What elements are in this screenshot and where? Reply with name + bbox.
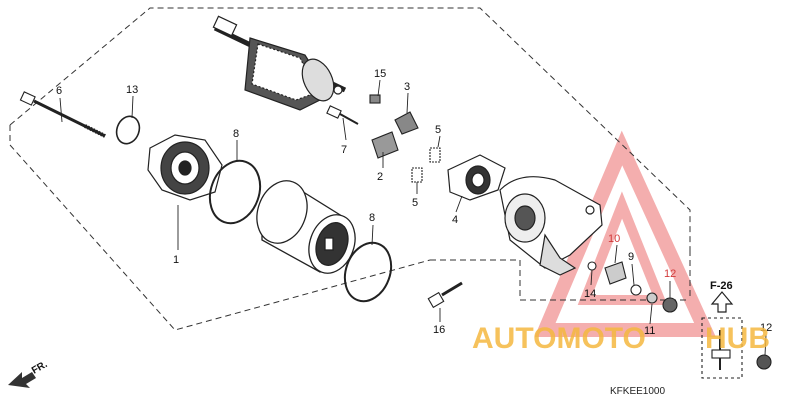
callout-7: 7 <box>341 144 347 156</box>
washer-11 <box>646 292 658 304</box>
terminal-7 <box>326 105 342 119</box>
callout-1: 1 <box>173 254 179 266</box>
spring-5a <box>429 147 441 163</box>
watermark-text-part1: AUTOMOTO <box>472 322 646 355</box>
callout-13: 13 <box>126 84 138 96</box>
o-ring-8a <box>208 159 262 225</box>
callout-9: 9 <box>628 251 634 263</box>
callout-6: 6 <box>56 85 62 97</box>
reference-arrow <box>710 291 734 313</box>
callout-4: 4 <box>452 214 458 226</box>
brush-holder-3 <box>394 111 419 135</box>
reference-label: F-26 <box>710 280 733 292</box>
rear-cover <box>499 176 603 276</box>
insulator-10 <box>604 261 627 285</box>
callout-15: 15 <box>374 68 386 80</box>
brush-holder-4 <box>447 154 506 201</box>
callouts: 1 2 3 4 5 5 6 7 8 8 9 10 11 12 12 13 14 … <box>56 68 772 337</box>
o-ring-13 <box>115 115 141 145</box>
front-cover <box>147 134 223 201</box>
callout-5a: 5 <box>435 124 441 136</box>
callout-12a: 12 <box>664 268 676 280</box>
callout-12b: 12 <box>760 322 772 334</box>
callout-5b: 5 <box>412 197 418 209</box>
o-ring-14 <box>587 261 597 271</box>
yoke <box>256 180 356 274</box>
callout-14: 14 <box>584 288 596 300</box>
nut-12a <box>662 297 678 313</box>
callout-10: 10 <box>608 233 620 245</box>
callout-3: 3 <box>404 81 410 93</box>
assembly-boundary <box>9 7 691 331</box>
bolt-16 <box>427 281 463 309</box>
front-direction-arrow <box>8 372 36 388</box>
callout-8b: 8 <box>369 212 375 224</box>
o-ring-8b <box>343 241 393 303</box>
nut-12b <box>756 354 772 370</box>
callout-8a: 8 <box>233 128 239 140</box>
watermark-text: AUTOMOTO HUB <box>472 322 770 355</box>
callout-16: 16 <box>433 324 445 336</box>
callout-2: 2 <box>377 171 383 183</box>
bolt-6 <box>19 91 106 138</box>
watermark-text-part2: HUB <box>705 322 770 355</box>
front-direction-label: FR. <box>30 359 50 377</box>
brush-2 <box>371 131 399 159</box>
callout-11: 11 <box>644 325 655 337</box>
small-parts <box>326 94 441 183</box>
leader-lines <box>59 79 767 356</box>
screw-15 <box>369 94 381 104</box>
terminal-parts <box>587 261 678 313</box>
armature <box>212 15 347 111</box>
diagram-code: KFKEE1000 <box>610 386 665 397</box>
washer-9 <box>630 284 642 296</box>
spring-5b <box>411 167 423 183</box>
starter-cable <box>701 317 772 379</box>
